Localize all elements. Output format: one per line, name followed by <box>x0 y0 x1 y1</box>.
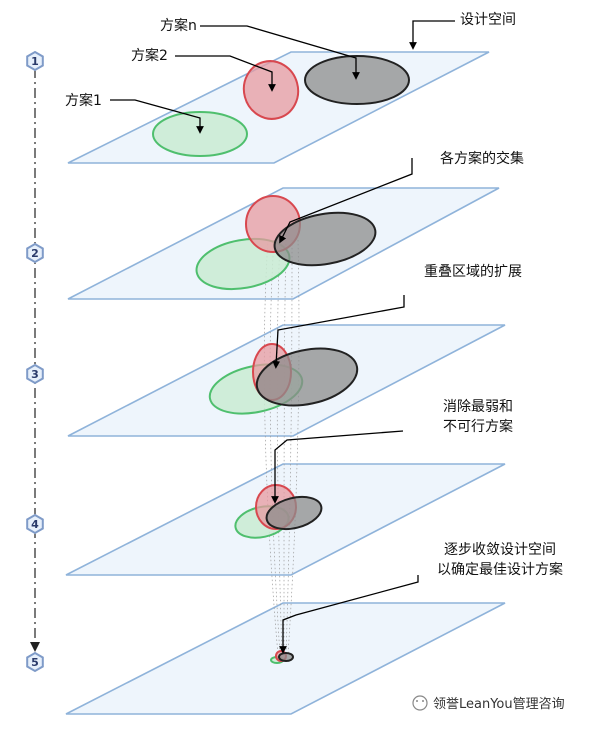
step-marker-3: 3 <box>26 363 44 385</box>
label-eliminate-line1: 消除最弱和 <box>443 399 513 415</box>
scheme-n-ellipse <box>304 55 410 105</box>
step-number: 1 <box>31 55 39 68</box>
step-axis-arrowhead <box>30 642 40 652</box>
scheme-n-ellipse <box>278 652 294 662</box>
label-converge-line1: 逐步收敛设计空间 <box>444 542 556 558</box>
step-marker-5: 5 <box>26 651 44 673</box>
step-markers: 1 2 3 4 5 <box>26 50 44 673</box>
design-space-leader <box>409 20 455 50</box>
watermark-text: 领誉LeanYou管理咨询 <box>433 697 565 712</box>
step-marker-2: 2 <box>26 242 44 264</box>
step-hexagon <box>26 363 44 385</box>
label-scheme-1: 方案1 <box>65 92 102 109</box>
step-hexagon <box>26 513 44 535</box>
step-marker-1: 1 <box>26 50 44 72</box>
scheme-n-ellipse <box>255 347 359 407</box>
step-number: 2 <box>31 247 39 260</box>
scheme-n-ellipse <box>273 211 377 267</box>
layer-4-schemes <box>234 484 323 539</box>
step-marker-4: 4 <box>26 513 44 535</box>
label-intersection: 各方案的交集 <box>440 150 524 167</box>
watermark: 领誉LeanYou管理咨询 <box>412 695 565 712</box>
label-expand-overlap: 重叠区域的扩展 <box>424 264 522 280</box>
expand-overlap-leader <box>272 295 405 369</box>
step-hexagon <box>26 242 44 264</box>
scheme-n-ellipse <box>265 495 323 531</box>
scheme-1-leader <box>110 99 204 134</box>
scheme-n-leader <box>200 25 360 80</box>
converge-leader <box>279 575 419 654</box>
label-converge-line2: 以确定最佳设计方案 <box>437 561 563 578</box>
label-design-space: 设计空间 <box>460 12 516 28</box>
label-scheme-2: 方案2 <box>131 47 168 64</box>
step-hexagon <box>26 651 44 673</box>
eliminate-leader <box>271 430 404 504</box>
layer-3-schemes <box>208 343 359 415</box>
scheme-1-ellipse <box>152 111 248 157</box>
label-scheme-n: 方案n <box>160 17 197 34</box>
label-eliminate-line2: 不可行方案 <box>443 418 513 435</box>
step-number: 4 <box>31 518 39 531</box>
convergence-lines <box>263 239 300 656</box>
step-hexagon <box>26 50 44 72</box>
intersection-leader <box>279 158 413 244</box>
layer-2-schemes <box>195 195 377 291</box>
step-number: 3 <box>31 368 39 381</box>
scheme-2-leader <box>175 55 276 92</box>
step-number: 5 <box>31 656 39 669</box>
leader-lines <box>110 20 455 654</box>
